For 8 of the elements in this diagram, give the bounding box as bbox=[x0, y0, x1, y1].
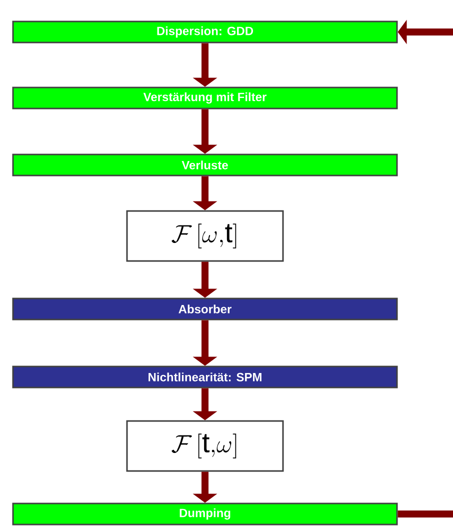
formula-box: $\mathcal{F}\,[\omega{,}\mathrm{t}]$ bbox=[126, 210, 284, 262]
process-box: Verluste bbox=[12, 154, 398, 176]
process-box: Absorber bbox=[12, 298, 398, 320]
process-box: Dispersion: GDD bbox=[12, 20, 398, 44]
formula-box: $\mathcal{F}\,[\mathrm{t}{,}\omega]$ bbox=[126, 420, 284, 472]
process-box: Dumping bbox=[12, 502, 398, 526]
process-box: Verstärkung mit Filter bbox=[12, 86, 398, 110]
process-box: Nichtlinearität: SPM bbox=[12, 366, 398, 388]
